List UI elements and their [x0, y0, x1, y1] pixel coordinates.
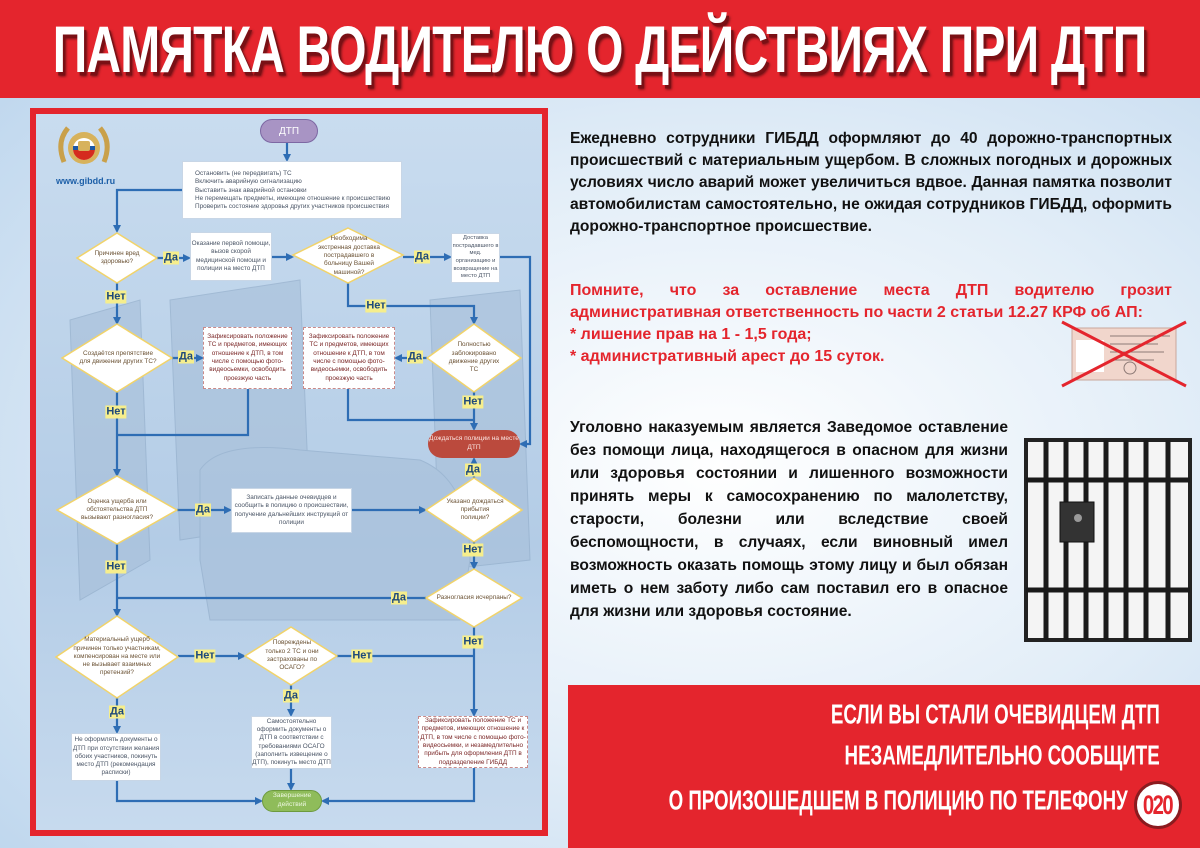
no-label: Нет: [194, 649, 216, 663]
warning-item: * административный арест до 15 суток.: [570, 348, 885, 365]
gibdd-emblem-icon: [58, 126, 110, 164]
no-label: Нет: [462, 395, 484, 409]
q-damage-text: Материальный ущерб причинен только участ…: [73, 636, 161, 677]
q-transport-text: Необходима экстренная доставка пострадав…: [318, 235, 380, 276]
self-docs-box: Самостоятельно оформить документы о ДТП …: [251, 716, 332, 769]
crossed-license-icon: [1061, 320, 1187, 388]
diamond-damage: [54, 615, 180, 699]
no-label: Нет: [351, 649, 373, 663]
title-band: ПАМЯТКА ВОДИТЕЛЮ О ДЕЙСТВИЯХ ПРИ ДТП: [0, 0, 1200, 98]
q-resolved-text: Разногласия исчерпаны?: [436, 593, 512, 601]
yes-label: Да: [163, 251, 179, 265]
q-told-wait-text: Указано дождаться прибытия полиции?: [446, 497, 504, 522]
diamond-dispute: [55, 475, 179, 545]
decision-diamonds: [54, 227, 524, 699]
fix-position-box-1: Зафиксировать положение ТС и предметов, …: [203, 327, 292, 389]
action-item: Остановить (не передвигать) ТС: [195, 170, 292, 177]
no-label: Нет: [105, 405, 127, 419]
finish-node: Завершение действий: [262, 790, 322, 812]
record-witness-box: Записать данные очевидцев и сообщить в п…: [231, 488, 352, 533]
delivery-box: Доставка пострадавшего в мед. организаци…: [451, 233, 500, 283]
phone-number: 020: [1143, 789, 1174, 820]
yes-label: Да: [391, 591, 407, 605]
yes-label: Да: [465, 463, 481, 477]
no-label: Нет: [365, 299, 387, 313]
no-label: Нет: [462, 635, 484, 649]
q-osago-text: Повреждены только 2 ТС и они застрахован…: [265, 639, 319, 672]
warning-block: Помните, что за оставление места ДТП вод…: [570, 280, 1175, 368]
warning-item: * лишение прав на 1 - 1,5 года;: [570, 326, 812, 343]
gibdd-site-link[interactable]: www.gibdd.ru: [56, 176, 116, 186]
bottom-line-1: ЕСЛИ ВЫ СТАЛИ ОЧЕВИДЦЕМ ДТП: [831, 698, 1160, 730]
bottom-call-banner: [568, 685, 1200, 848]
yes-label: Да: [414, 250, 430, 264]
intro-paragraph: Ежедневно сотрудники ГИБДД оформляют до …: [570, 130, 1172, 235]
action-item: Выставить знак аварийной остановки: [195, 186, 307, 194]
page-title: ПАМЯТКА ВОДИТЕЛЮ О ДЕЙСТВИЯХ ПРИ ДТП: [53, 12, 1148, 86]
fix-position-box-3: Зафиксировать положение ТС и предметов, …: [418, 716, 528, 768]
start-node: ДТП: [260, 119, 318, 143]
bottom-line-2: НЕЗАМЕДЛИТЕЛЬНО СООБЩИТЕ: [844, 739, 1160, 771]
diamond-obstacle: [60, 323, 174, 393]
warning-text: Помните, что за оставление места ДТП вод…: [570, 282, 1172, 321]
q-obstacle-text: Создаётся препятствие для движении други…: [79, 349, 157, 365]
bottom-line-3: О ПРОИЗОШЕДШЕМ В ПОЛИЦИЮ ПО ТЕЛЕФОНУ: [668, 784, 1128, 816]
q-harm-text: Причинен вред здоровью?: [94, 249, 140, 265]
prison-bars-icon: [1024, 438, 1192, 642]
diamond-told-wait: [424, 477, 524, 543]
yes-label: Да: [407, 350, 423, 364]
no-label: Нет: [105, 290, 127, 304]
action-item: Включить аварийную сигнализацию: [195, 178, 302, 186]
no-label: Нет: [105, 560, 127, 574]
q-blocked-text: Полностью заблокировано движение других …: [448, 341, 500, 374]
q-dispute-text: Оценка ущерба или обстоятельства ДТП выз…: [80, 497, 154, 522]
wait-police-node: Дождаться полиции на месте ДТП: [428, 430, 520, 458]
phone-number-badge[interactable]: 020: [1134, 781, 1182, 829]
no-docs-box: Не оформлять документы о ДТП при отсутст…: [71, 733, 161, 781]
criminal-liability-paragraph: Уголовно наказуемым является Заведомое о…: [570, 419, 1008, 620]
first-aid-box: Оказание первой помощи, вызов скорой мед…: [190, 232, 272, 281]
initial-actions-box: Остановить (не передвигать) ТС Включить …: [182, 161, 402, 219]
yes-label: Да: [109, 705, 125, 719]
diamond-blocked: [425, 323, 523, 393]
no-label: Нет: [462, 543, 484, 557]
action-item: Проверить состояние здоровья других учас…: [195, 203, 389, 211]
diamond-resolved: [424, 568, 524, 628]
action-item: Не перемещать предметы, имеющие отношени…: [195, 194, 391, 202]
diamond-osago: [243, 626, 339, 686]
yes-label: Да: [195, 503, 211, 517]
fix-position-box-2: Зафиксировать положение ТС и предметов, …: [303, 327, 395, 389]
yes-label: Да: [283, 689, 299, 703]
diamond-harm: [75, 232, 159, 284]
yes-label: Да: [178, 350, 194, 364]
diamond-transport: [291, 227, 405, 284]
